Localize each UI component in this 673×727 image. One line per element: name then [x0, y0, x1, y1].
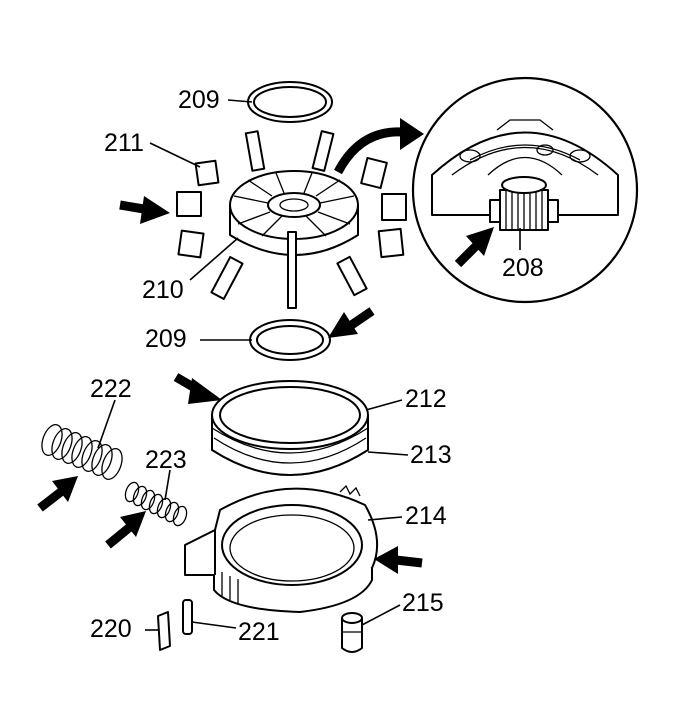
- leader-lines: [97, 99, 521, 631]
- callout-209-top: 209: [178, 86, 220, 114]
- plug-215: [341, 612, 363, 653]
- callout-214: 214: [405, 502, 447, 530]
- arrow-ring-212: [173, 373, 222, 404]
- callout-211: 211: [104, 129, 144, 157]
- callout-221: 221: [238, 618, 280, 646]
- retaining-ring-209-top: [247, 81, 333, 123]
- vanes-211: [176, 130, 407, 300]
- arrow-inset-208: [454, 227, 494, 268]
- callout-222: 222: [90, 375, 132, 403]
- pointer-arrows: [37, 196, 494, 574]
- callout-labels: 209 211 210 208 209 212 213 222 223 214 …: [90, 86, 544, 646]
- slide-214: [184, 484, 379, 613]
- rotor-assembly: [229, 170, 359, 309]
- callout-210: 210: [142, 276, 184, 304]
- arrow-rotor-left: [119, 196, 170, 224]
- pin-220: [157, 611, 171, 651]
- arrow-slide-214: [374, 546, 423, 574]
- callout-212: 212: [405, 385, 447, 413]
- seal-rings-212-213: [211, 380, 369, 476]
- pin-221: [182, 599, 193, 635]
- callout-220: 220: [90, 615, 132, 643]
- retaining-ring-209-bottom: [249, 319, 331, 361]
- spring-222: [41, 424, 123, 480]
- callout-213: 213: [410, 441, 452, 469]
- curved-arrow-to-inset: [334, 118, 424, 175]
- inset-detail-view: [411, 76, 639, 304]
- callout-215: 215: [402, 589, 444, 617]
- arrow-spring-223: [105, 511, 146, 549]
- callout-209-bottom: 209: [145, 325, 187, 353]
- arrow-spring-222: [37, 476, 78, 512]
- arrow-ring-209: [328, 307, 375, 338]
- spring-223: [124, 481, 188, 527]
- callout-208: 208: [502, 254, 544, 282]
- callout-223: 223: [145, 446, 187, 474]
